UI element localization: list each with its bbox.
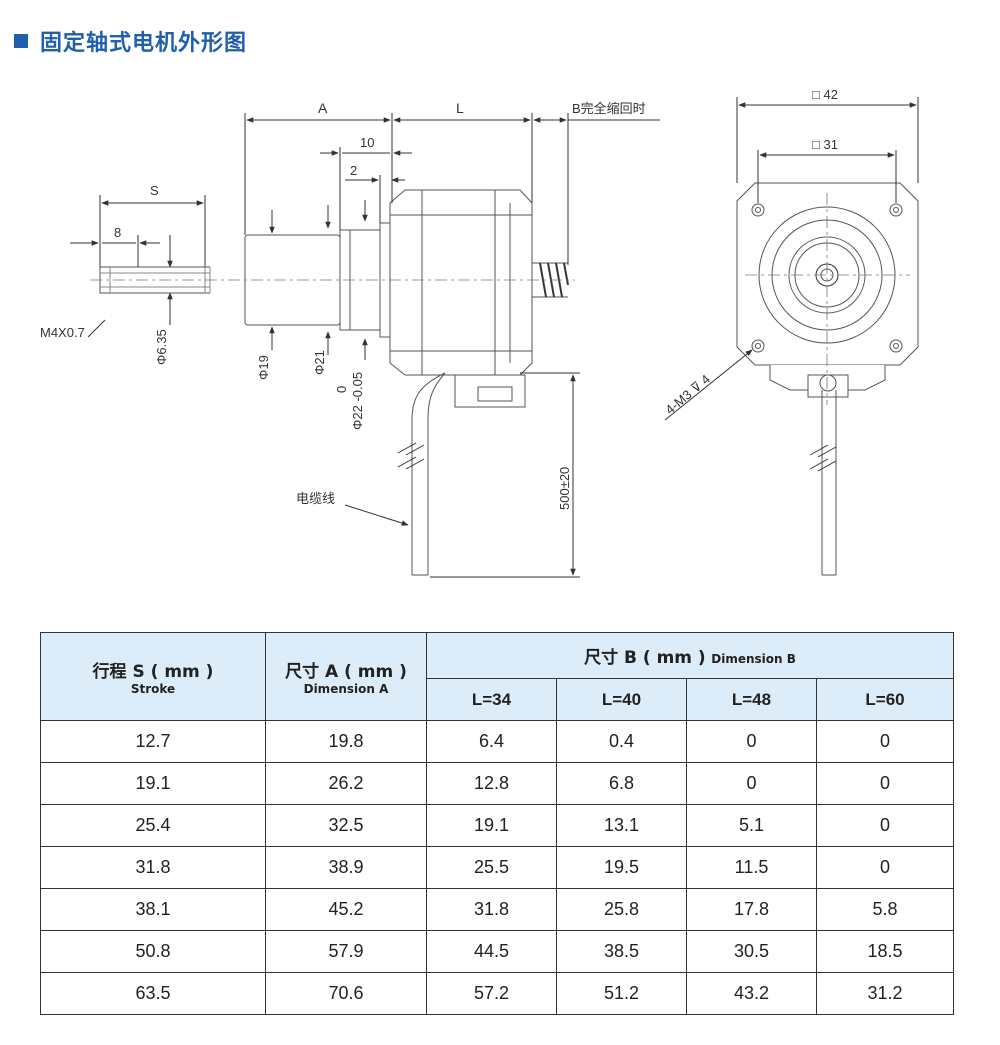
- label-dim-l: L: [456, 100, 464, 116]
- label-dim-8: 8: [114, 225, 121, 240]
- motor-dimension-drawing: A L B完全缩回时 10 2 S 8 M4X0.7 Φ6.35 Φ19 Φ21…: [0, 75, 1000, 615]
- label-dim-10: 10: [360, 135, 374, 150]
- subheader-l60: L=60: [815, 678, 955, 721]
- section-marker-icon: [14, 34, 28, 48]
- drawing-svg: A L B完全缩回时 10 2 S 8 M4X0.7 Φ6.35 Φ19 Φ21…: [40, 87, 919, 578]
- section-title: 固定轴式电机外形图: [40, 31, 248, 56]
- label-thread: M4X0.7: [40, 325, 85, 340]
- subheader-l34: L=34: [426, 678, 557, 721]
- label-phi-22-tol: 0: [334, 386, 349, 393]
- label-dim-a: A: [318, 100, 328, 116]
- header-dimension-a: 尺寸 A ( mm ) Dimension A: [265, 632, 427, 721]
- motor-flange: [736, 182, 919, 366]
- connector: [454, 374, 526, 408]
- label-cable-length: 500±20: [557, 467, 572, 510]
- label-phi-6-35: Φ6.35: [154, 329, 169, 365]
- label-square-42: □ 42: [812, 87, 838, 102]
- section-header: 固定轴式电机外形图: [14, 26, 247, 56]
- label-dim-2: 2: [350, 163, 357, 178]
- label-phi-21: Φ21: [312, 350, 327, 375]
- label-phi-19: Φ19: [256, 355, 271, 380]
- motor-body: [389, 189, 533, 376]
- cable: [411, 372, 446, 575]
- header-dimension-b: 尺寸 B ( mm ) Dimension B: [425, 632, 955, 679]
- label-cable: 电缆线: [296, 491, 335, 506]
- label-dim-s: S: [150, 183, 159, 198]
- label-square-31: □ 31: [812, 137, 838, 152]
- spec-table: 行程 S ( mm ) Stroke 尺寸 A ( mm ) Dimension…: [40, 632, 955, 1015]
- header-stroke: 行程 S ( mm ) Stroke: [40, 632, 266, 721]
- label-dim-b: B完全缩回时: [572, 101, 646, 116]
- label-mount-holes: 4-M3 ⊽ 4: [662, 371, 713, 417]
- subheader-l48: L=48: [686, 678, 817, 721]
- subheader-l40: L=40: [556, 678, 687, 721]
- label-phi-22: Φ22 -0.05: [350, 372, 365, 430]
- front-view: [736, 182, 919, 576]
